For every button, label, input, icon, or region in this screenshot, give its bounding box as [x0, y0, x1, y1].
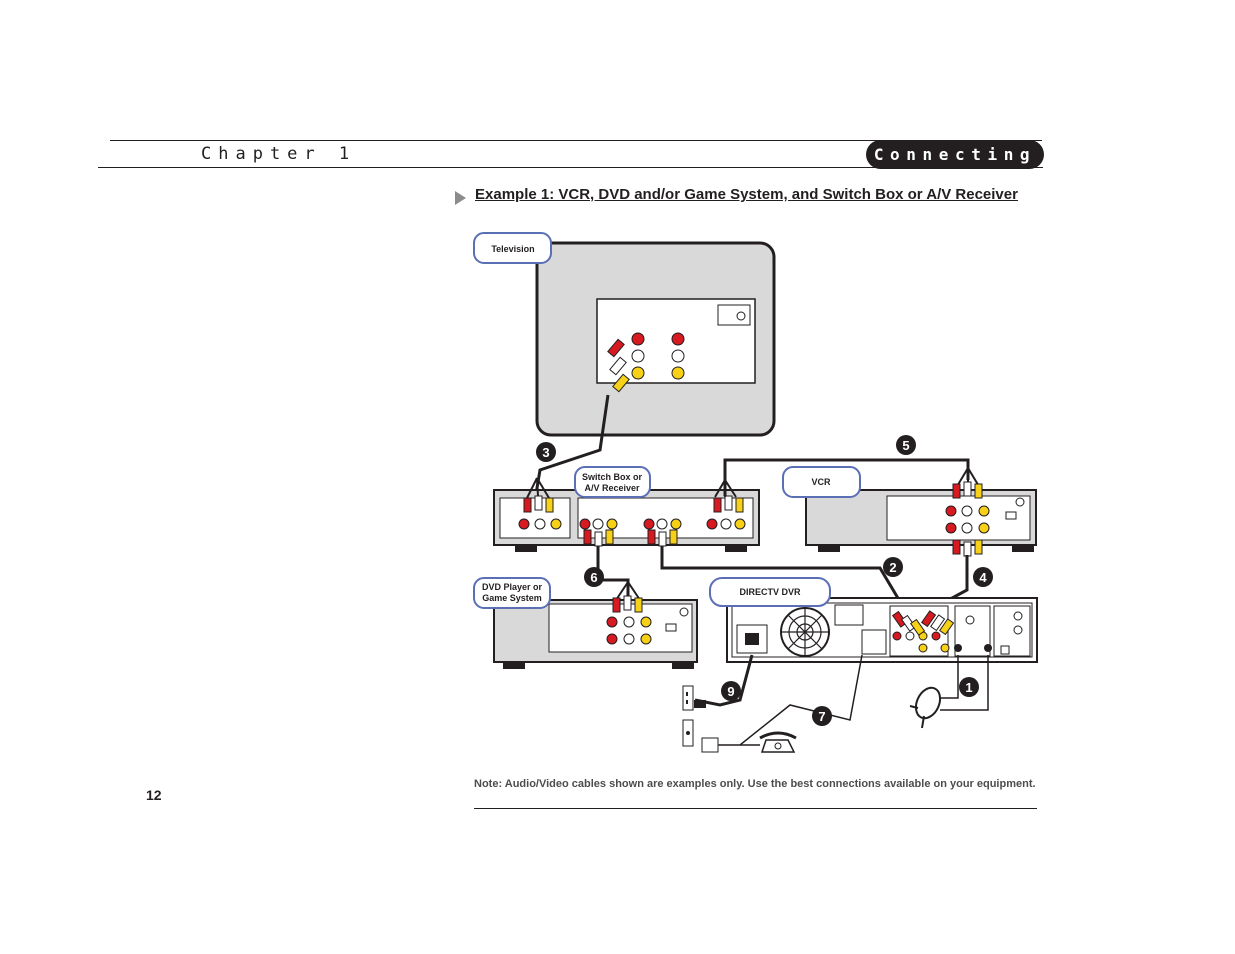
cable-9 — [694, 654, 754, 707]
vcr-device — [805, 481, 1037, 557]
header-bottom-rule — [98, 167, 1043, 168]
satellite-dish-icon — [909, 686, 942, 729]
dvr-plugs — [892, 610, 955, 636]
step-number-7: 7 — [812, 706, 832, 726]
svg-text:3: 3 — [542, 445, 549, 460]
fan-grille — [781, 608, 829, 656]
switch-box-label-line2: A/V Receiver — [584, 483, 640, 493]
dvd-label-box — [473, 577, 551, 609]
dvd-label-line2: Game System — [482, 593, 542, 603]
cable-1 — [940, 655, 989, 711]
header-top-rule — [110, 140, 1042, 141]
television-label-box — [473, 232, 552, 264]
cable-2 — [660, 546, 907, 611]
step-number-9: 9 — [721, 681, 741, 701]
step-number-3: 3 — [536, 442, 556, 462]
television-device — [535, 241, 776, 437]
svg-text:2: 2 — [889, 560, 896, 575]
switch-box-jacks — [518, 518, 746, 530]
tv-input-jacks — [631, 332, 685, 380]
power-outlet-icon — [682, 685, 706, 711]
step-number-1: 1 — [959, 677, 979, 697]
page-number: 12 — [146, 787, 162, 803]
svg-text:9: 9 — [727, 684, 734, 699]
svg-text:6: 6 — [590, 570, 597, 585]
step-number-5: 5 — [896, 435, 916, 455]
section-label: Connecting — [866, 140, 1044, 169]
dvd-label-line1: DVD Player or — [482, 582, 543, 592]
step-number-4: 4 — [973, 567, 993, 587]
dvr-device — [726, 597, 1038, 663]
telephone-icon — [759, 731, 797, 753]
vcr-label-box — [782, 466, 861, 498]
tv-plugs — [607, 338, 630, 393]
svg-text:5: 5 — [902, 438, 909, 453]
dvr-label-box — [709, 577, 831, 607]
step-number-6: 6 — [584, 567, 604, 587]
svg-text:4: 4 — [979, 570, 987, 585]
example-title: Example 1: VCR, DVD and/or Game System, … — [475, 186, 1018, 203]
svg-text:7: 7 — [818, 709, 825, 724]
svg-text:1: 1 — [965, 680, 972, 695]
switch-box-label-line1: Switch Box or — [582, 472, 643, 482]
dvd-device — [493, 595, 698, 669]
cable-7 — [712, 654, 863, 746]
step-number-2: 2 — [883, 557, 903, 577]
television-label: Television — [491, 244, 534, 254]
footer-rule — [474, 808, 1037, 809]
phone-jack-icon — [682, 719, 719, 753]
triangle-bullet-icon — [455, 191, 466, 205]
vcr-label: VCR — [811, 477, 831, 487]
chapter-label: Chapter 1 — [201, 144, 357, 164]
note-text: Note: Audio/Video cables shown are examp… — [474, 778, 1036, 790]
dvr-label: DIRECTV DVR — [739, 587, 801, 597]
switch-box-label-box — [574, 466, 651, 498]
switch-box-top-plugs — [523, 495, 744, 513]
